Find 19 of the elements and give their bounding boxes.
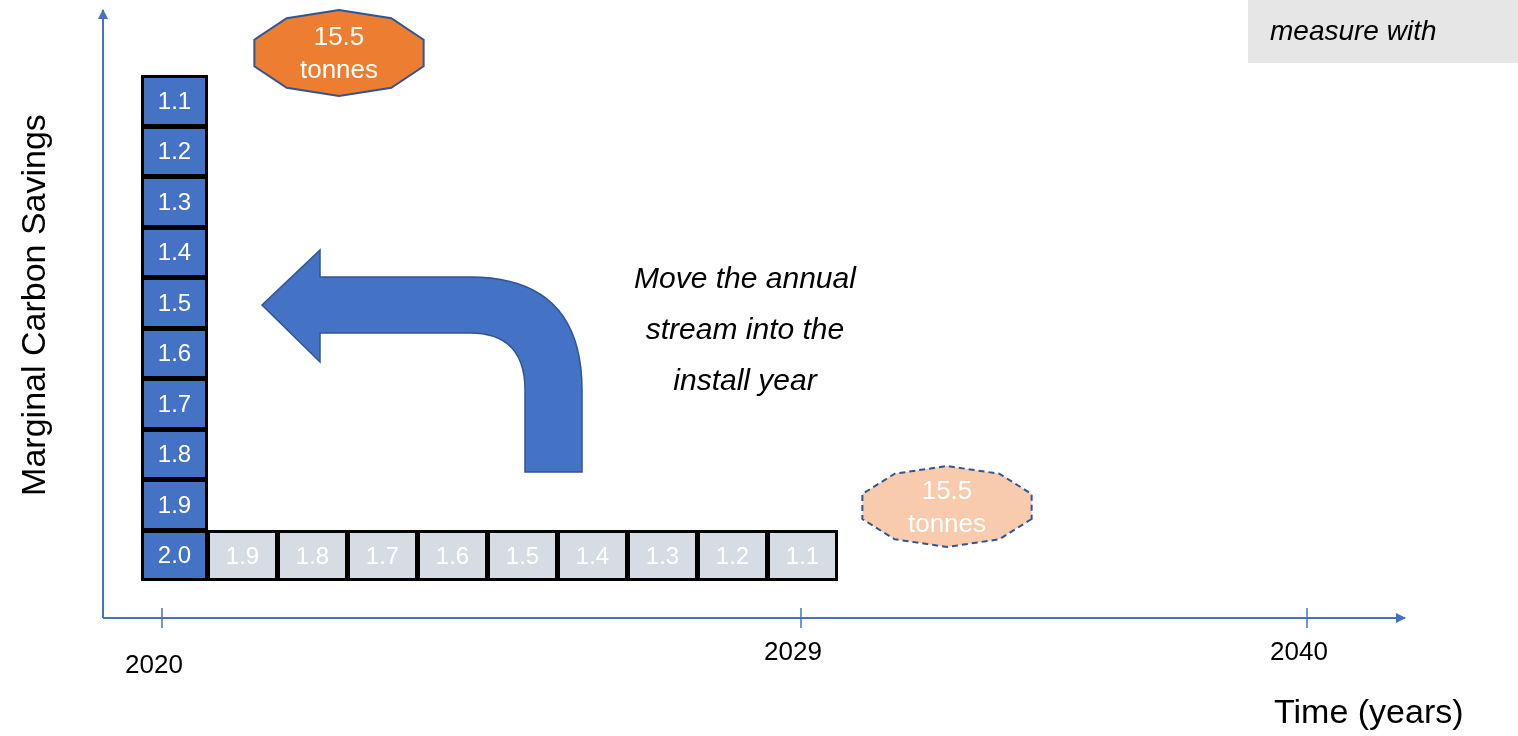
value-cell: 1.9	[141, 479, 208, 531]
tick-label: 2020	[125, 648, 183, 681]
value-cell: 1.6	[141, 327, 208, 379]
value-cell: 1.2	[141, 125, 208, 177]
annotation-text: Move the annual stream into the install year	[633, 260, 858, 398]
value-label: 15.5 tonnes	[906, 473, 988, 540]
tick-label: 2029	[764, 635, 822, 668]
value-label: 15.5 tonnes	[298, 20, 380, 86]
note-box: measure with	[1248, 0, 1518, 63]
value-cell: 2.0	[141, 529, 208, 581]
value-cell: 1.4	[141, 226, 208, 278]
value-cell: 1.7	[141, 378, 208, 430]
value-cell: 1.3	[141, 176, 208, 228]
tick-label: 2040	[1270, 635, 1328, 668]
value-cell: 1.1	[141, 75, 208, 127]
value-cell: 1.5	[141, 277, 208, 329]
axis-title: Time (years)	[1274, 691, 1464, 732]
value-cell: 1.8	[141, 428, 208, 480]
axis-title: Marginal Carbon Savings	[12, 114, 53, 496]
